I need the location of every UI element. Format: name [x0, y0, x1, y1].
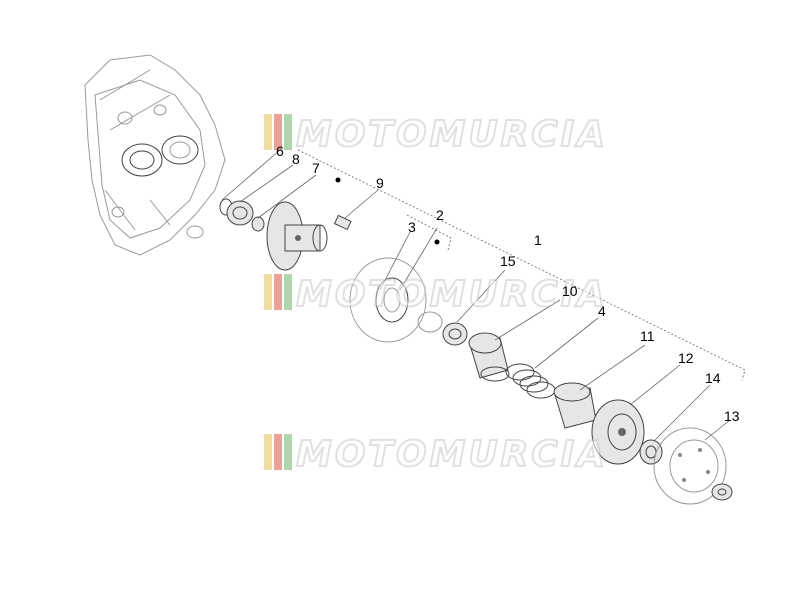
callout-11: 11	[640, 328, 655, 344]
watermark-stripe-green	[284, 274, 292, 310]
callout-8: 8	[292, 151, 300, 167]
part-11-bushing	[553, 382, 597, 429]
part-12-clutch	[591, 399, 645, 465]
watermark-stripe-red	[274, 114, 282, 150]
watermark-stripe-red	[274, 274, 282, 310]
watermark-middle: MOTOMURCIA	[264, 273, 608, 316]
watermark-bottom: MOTOMURCIA	[264, 433, 608, 476]
callout-12: 12	[678, 350, 694, 366]
callout-7: 7	[312, 160, 320, 176]
watermark-stripe-red	[274, 434, 282, 470]
callout-2: 2	[436, 207, 444, 223]
part-13-clutch-bell	[653, 427, 733, 505]
watermark-stripe-yellow	[264, 114, 272, 150]
callout-6: 6	[276, 143, 284, 159]
watermark-text: MOTOMURCIA	[296, 434, 608, 475]
callout-4: 4	[598, 303, 606, 319]
part-4-spring	[505, 363, 556, 399]
part-fixed-pulley	[266, 201, 328, 271]
part-o-ring	[417, 311, 443, 333]
callout-10: 10	[562, 283, 578, 299]
callout-13: 13	[724, 408, 740, 424]
callout-1: 1	[534, 232, 542, 248]
part-15-seal	[442, 322, 468, 346]
part-9-pin	[333, 214, 352, 231]
part-10-sleeve	[468, 332, 510, 382]
engine-casing	[84, 54, 226, 256]
part-3-movable-pulley	[349, 257, 427, 343]
part-14-nut	[639, 439, 663, 465]
watermark-top: MOTOMURCIA	[264, 113, 608, 156]
watermark-stripe-yellow	[264, 274, 272, 310]
callout-15: 15	[500, 253, 516, 269]
callout-3: 3	[408, 219, 416, 235]
watermark-stripe-green	[284, 114, 292, 150]
callout-14: 14	[705, 370, 721, 386]
callout-9: 9	[376, 175, 384, 191]
callout-labels: 6 8 7 9 2 3 1 15 10 4 11 12 14 13	[276, 143, 740, 424]
part-7-spacer	[251, 216, 265, 232]
leader-lines	[221, 149, 746, 441]
watermark-text: MOTOMURCIA	[296, 114, 608, 155]
watermark-text: MOTOMURCIA	[296, 274, 608, 315]
part-8-bearing	[226, 200, 254, 226]
watermark-stripe-green	[284, 434, 292, 470]
watermark-stripe-yellow	[264, 434, 272, 470]
